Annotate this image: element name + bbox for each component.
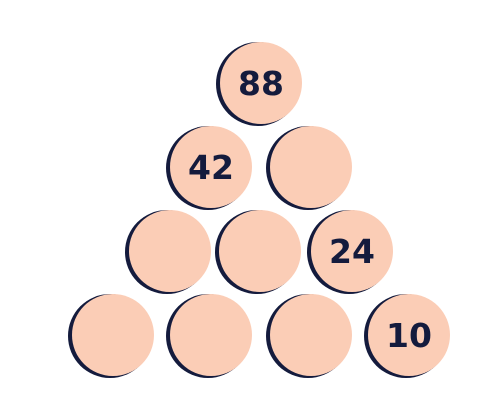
cell-value: 24 xyxy=(311,210,393,292)
pyramid-cell-r2-c1: 42 xyxy=(166,126,252,210)
pyramid-cell-r1-c1: 88 xyxy=(216,42,302,126)
cell-value xyxy=(270,126,352,208)
cell-value: 42 xyxy=(170,126,252,208)
pyramid-cell-r4-c4: 10 xyxy=(364,294,450,378)
pyramid-cell-r3-c1 xyxy=(125,210,211,294)
cell-value xyxy=(270,294,352,376)
pyramid-cell-r4-c2 xyxy=(166,294,252,378)
cell-value xyxy=(129,210,211,292)
cell-value: 88 xyxy=(220,42,302,124)
pyramid-cell-r2-c2 xyxy=(266,126,352,210)
cell-value: 10 xyxy=(368,294,450,376)
pyramid-cell-r3-c2 xyxy=(215,210,301,294)
cell-value xyxy=(72,294,154,376)
pyramid-cell-r4-c3 xyxy=(266,294,352,378)
pyramid-cell-r4-c1 xyxy=(68,294,154,378)
cell-value xyxy=(219,210,301,292)
cell-value xyxy=(170,294,252,376)
pyramid-cell-r3-c3: 24 xyxy=(307,210,393,294)
